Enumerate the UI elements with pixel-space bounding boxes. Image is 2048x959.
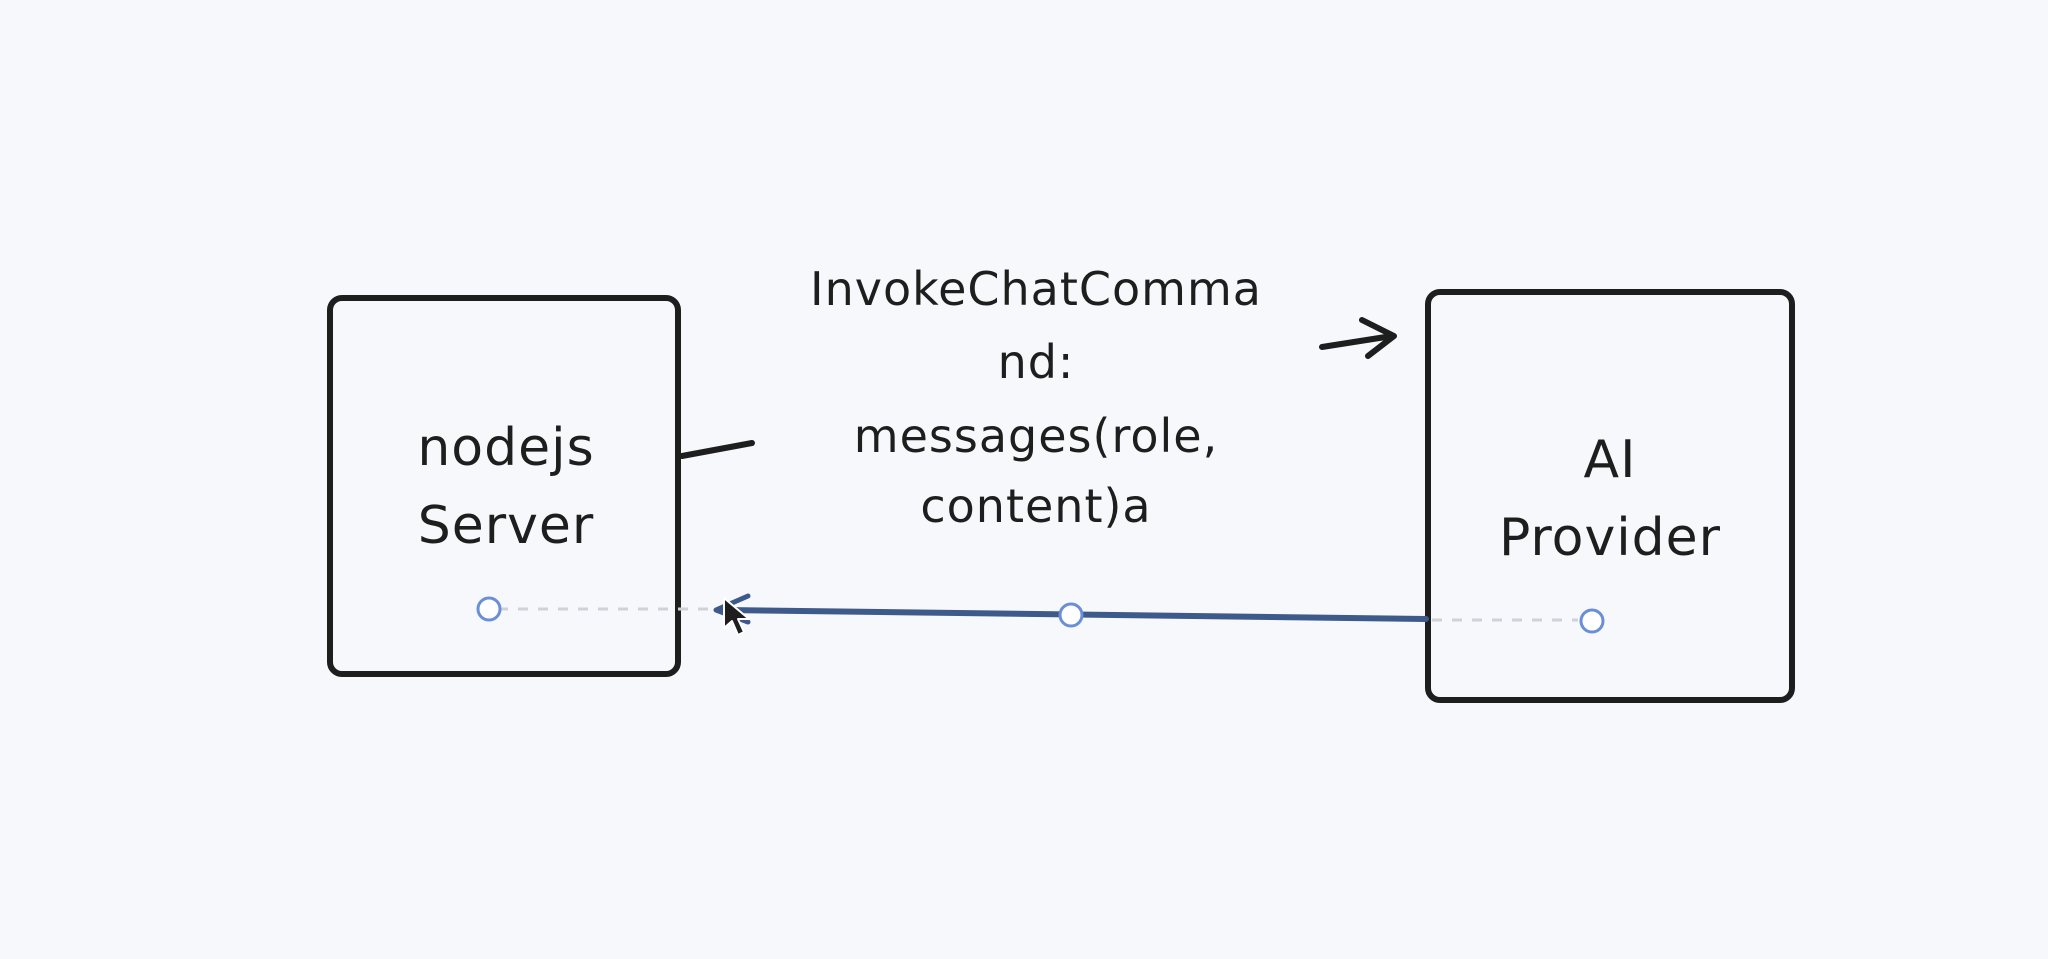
connector-left-segment[interactable] [679,440,755,459]
node-nodejs-server[interactable]: nodejs Server [327,295,681,677]
edge-label[interactable]: InvokeChatComma nd: messages(role, conte… [810,262,1262,533]
edge-label-line2: nd: [998,335,1075,389]
handle-start-point[interactable] [476,596,502,622]
node-box-left[interactable] [327,295,681,677]
node-label-right-line1: AI [1584,430,1637,490]
edge-label-line1: InvokeChatComma [810,262,1262,316]
edge-label-line3: messages(role, [854,409,1218,463]
arrow-to-ai-provider[interactable] [1319,317,1397,359]
arrow-shaft-right[interactable] [1319,333,1395,350]
node-label-right-line2: Provider [1499,508,1721,568]
handle-end-point[interactable] [1579,608,1605,634]
mouse-pointer-icon [723,597,750,636]
node-label-left-line2: Server [418,496,595,556]
node-ai-provider[interactable]: AI Provider [1425,289,1795,703]
edge-label-line4: content)a [920,479,1151,533]
arrowhead-right-icon [1359,317,1397,359]
handle-mid-point[interactable] [1058,602,1084,628]
node-label-left-line1: nodejs [417,418,594,478]
node-box-right[interactable] [1425,289,1795,703]
